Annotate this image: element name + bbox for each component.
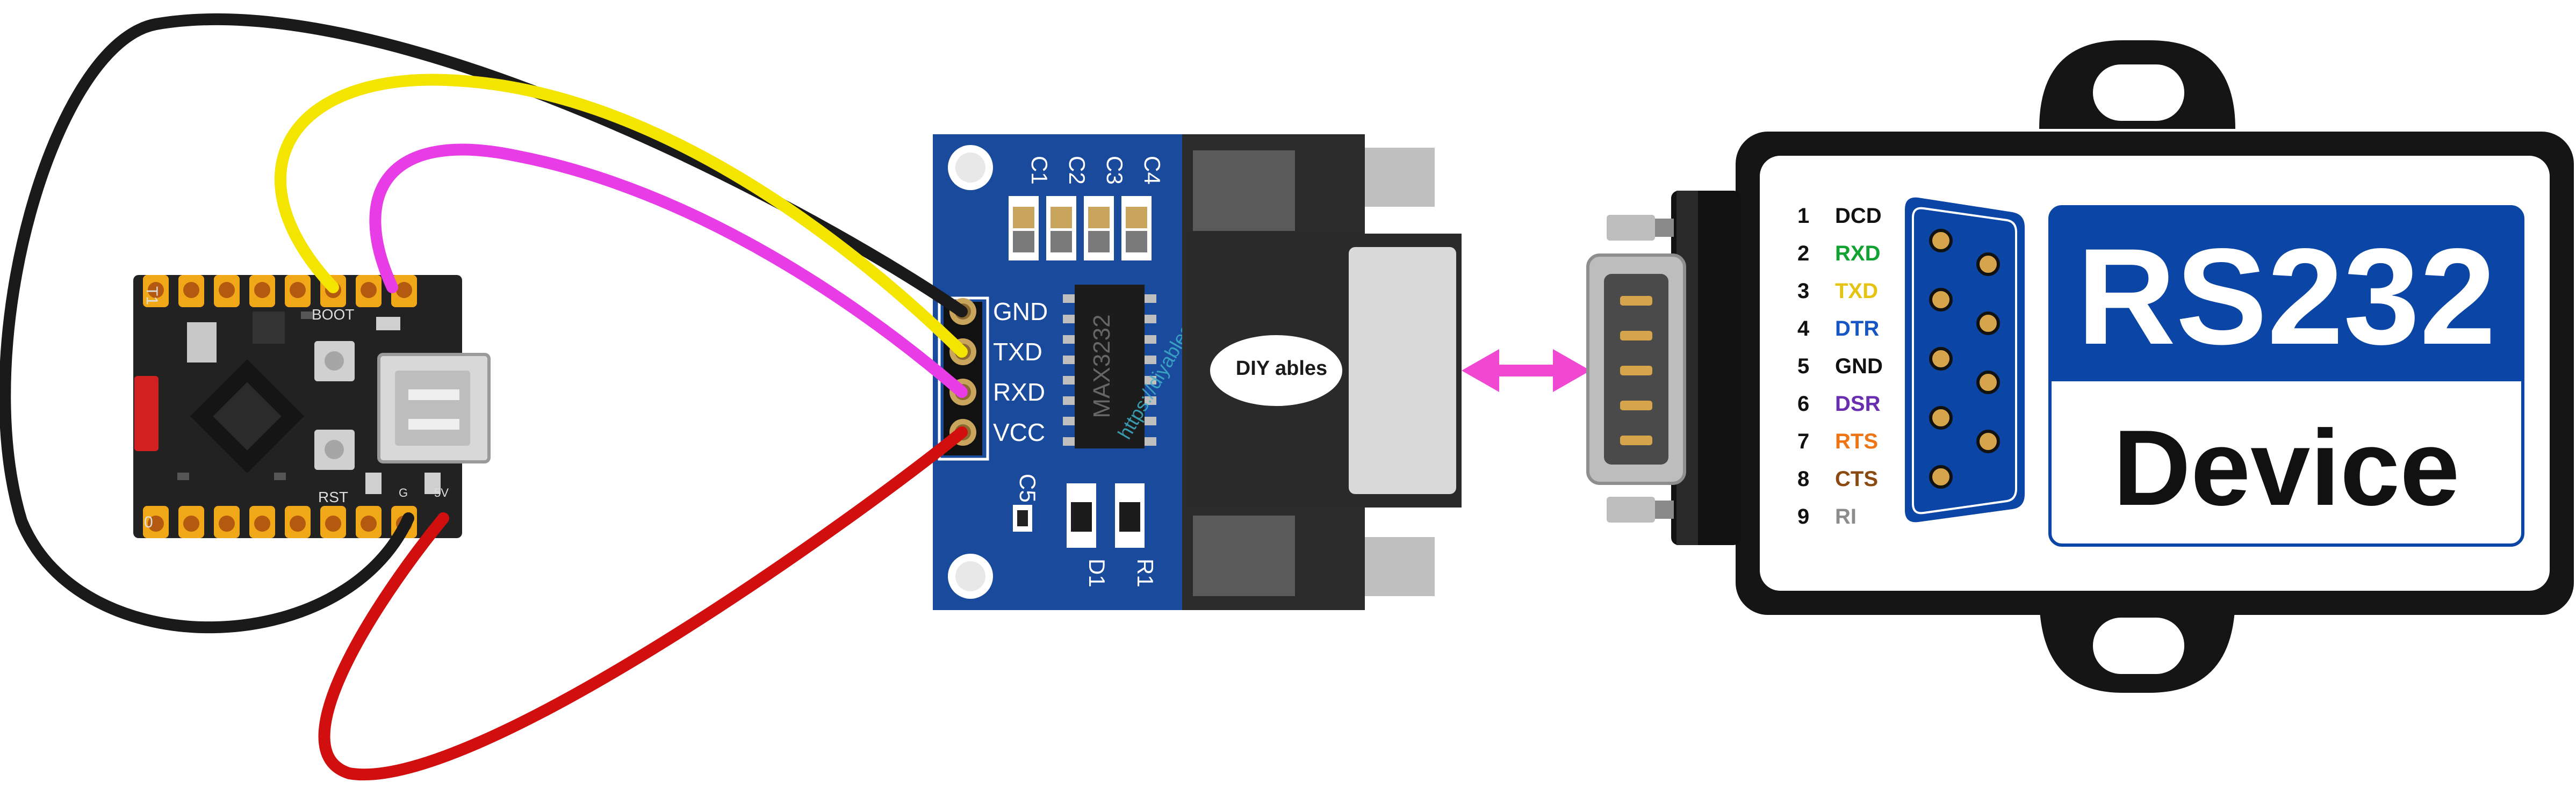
pinout-row: 2 RXD xyxy=(1797,242,1880,265)
db9-face-diagram xyxy=(1905,197,2025,523)
capacitor: C2 xyxy=(1046,156,1090,260)
pinout-row: 4 DTR xyxy=(1797,317,1879,340)
c5-label: C5 xyxy=(1015,474,1040,503)
module-pin-label: RXD xyxy=(993,378,1045,406)
module-pin-label: TXD xyxy=(993,338,1042,366)
module-pin-label: VCC xyxy=(993,418,1045,446)
pinout-number: 2 xyxy=(1797,242,1809,265)
pinout-number: 4 xyxy=(1797,317,1810,340)
mcu-pad xyxy=(391,275,417,307)
pinout-signal: DSR xyxy=(1835,392,1881,416)
pinout-row: 8 CTS xyxy=(1797,467,1878,491)
mcu-label-rst: RST xyxy=(318,489,348,505)
mcu-pad xyxy=(178,506,204,538)
pinout-number: 9 xyxy=(1797,505,1809,528)
bidirectional-arrow xyxy=(1462,349,1591,392)
pinout-number: 3 xyxy=(1797,279,1809,303)
mcu-pad xyxy=(285,506,311,538)
r1-label: R1 xyxy=(1133,559,1158,588)
capacitor-label: C3 xyxy=(1102,156,1127,185)
logo-text: DIY ables xyxy=(1236,357,1327,380)
red-component xyxy=(134,376,159,451)
mcu-pad xyxy=(214,275,240,307)
mcu-label-g: G xyxy=(399,486,408,499)
gnd-wire xyxy=(0,13,968,634)
mcu-board: T1 BOOT 0 RST G 5V xyxy=(133,275,491,538)
txd-wire xyxy=(274,74,968,358)
pinout-signal: TXD xyxy=(1835,279,1878,303)
capacitor: C3 xyxy=(1084,156,1127,260)
pinout-row: 1 DCD xyxy=(1797,204,1882,228)
mcu-label-0: 0 xyxy=(144,513,153,531)
vcc-wire xyxy=(318,426,968,781)
device-subtitle: Device xyxy=(2113,408,2460,528)
mcu-pad xyxy=(249,275,275,307)
capacitor-label: C1 xyxy=(1027,156,1052,185)
pinout-number: 1 xyxy=(1797,204,1809,228)
pinout-signal: GND xyxy=(1835,354,1883,378)
pinout-row: 9 RI xyxy=(1797,505,1857,528)
pinout-signal: DTR xyxy=(1835,317,1879,340)
pinout-signal: RTS xyxy=(1835,430,1878,453)
wires xyxy=(0,13,968,781)
module-pin-label: GND xyxy=(993,298,1048,325)
capacitor: C1 xyxy=(1009,156,1052,260)
pinout-signal: RXD xyxy=(1835,242,1880,265)
pinout-signal: CTS xyxy=(1835,467,1878,491)
mcu-pad xyxy=(356,506,382,538)
capacitor-label: C2 xyxy=(1064,156,1090,185)
pinout-number: 6 xyxy=(1797,392,1809,416)
pinout-number: 7 xyxy=(1797,430,1809,453)
capacitor-label: C4 xyxy=(1140,156,1165,185)
device-title: RS232 xyxy=(2077,220,2496,373)
pinout-signal: RI xyxy=(1835,505,1857,528)
rxd-wire xyxy=(369,143,968,398)
pinout-row: 5 GND xyxy=(1797,354,1883,378)
mcu-pad xyxy=(214,506,240,538)
capacitor: C4 xyxy=(1121,156,1165,260)
mcu-pad xyxy=(143,506,169,538)
mcu-label-5v: 5V xyxy=(434,486,449,499)
d1-label: D1 xyxy=(1084,559,1110,588)
pinout-number: 8 xyxy=(1797,467,1809,491)
chip-label: MAX3232 xyxy=(1089,314,1115,418)
diyables-logo xyxy=(1208,333,1344,408)
pinout-row: 3 TXD xyxy=(1797,279,1878,303)
mcu-pad xyxy=(356,275,382,307)
pinout-row: 7 RTS xyxy=(1797,430,1878,453)
pinout-row: 6 DSR xyxy=(1797,392,1881,416)
max3232-chip xyxy=(1075,285,1145,448)
mcu-pad xyxy=(178,275,204,307)
mcu-pad xyxy=(320,506,346,538)
mcu-pad xyxy=(143,275,169,307)
pinout-signal: DCD xyxy=(1835,204,1882,228)
mcu-pad xyxy=(285,275,311,307)
rs232-device: 1 DCD 2 RXD 3 TXD 4 DTR 5 GND 6 DSR 7 RTS 8 CTS 9 RI RS23… xyxy=(1586,40,2574,693)
mcu-label-t1: T1 xyxy=(143,286,161,305)
pinout-number: 5 xyxy=(1797,354,1809,378)
mcu-label-boot: BOOT xyxy=(312,306,354,323)
mcu-pad xyxy=(249,506,275,538)
